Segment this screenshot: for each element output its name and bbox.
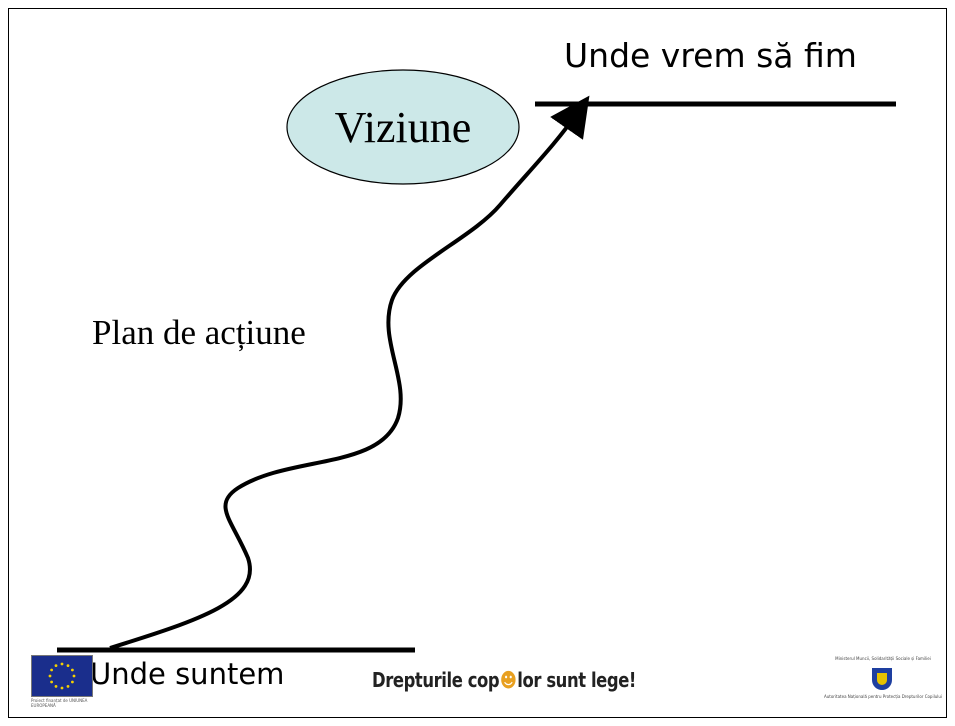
eu-stars-icon [48, 662, 76, 690]
slogan-part-2: lor sunt lege! [517, 668, 636, 692]
vision-ellipse [286, 69, 520, 185]
start-label: Unde suntem [90, 657, 285, 691]
romania-crest-icon [872, 668, 892, 690]
plan-label: Plan de acțiune [92, 313, 306, 352]
vision-label: Viziune [334, 102, 472, 152]
child-icon: ☻ [499, 668, 517, 692]
action-path-arrow [109, 95, 590, 650]
ministry-name: Ministerul Muncii, Solidarității Sociale… [835, 656, 931, 661]
slogan-logo: Drepturile cop☻lor sunt lege! [372, 668, 636, 692]
eu-caption: Proiect finanțat de UNIUNEA EUROPEANĂ [31, 698, 88, 708]
authority-name: Autoritatea Națională pentru Protecția D… [823, 694, 942, 699]
target-label: Unde vrem să fim [564, 36, 857, 75]
eu-flag-logo [31, 655, 93, 697]
slogan-part-1: Drepturile cop [372, 668, 500, 692]
